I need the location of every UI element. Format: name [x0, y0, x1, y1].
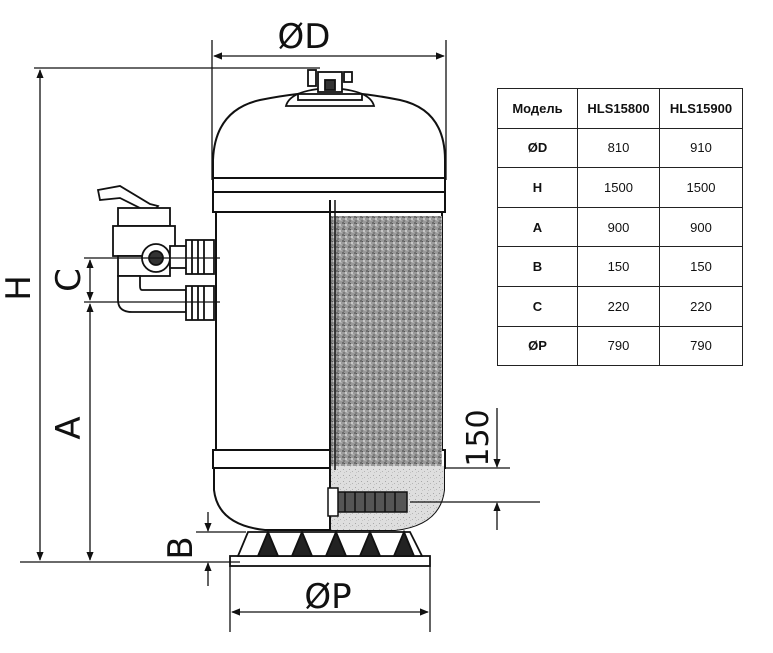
table-row-label: ØD — [497, 127, 578, 169]
dim-label-bed-height: 150 — [461, 409, 496, 466]
table-cell: 1500 — [577, 167, 660, 208]
table-cell: 790 — [659, 325, 743, 367]
dim-label-h: H — [0, 275, 39, 301]
dim-label-b: B — [161, 536, 201, 559]
table-row-label: B — [497, 246, 578, 287]
table-row: ØP 790 790 — [497, 325, 743, 367]
table-row-label: ØP — [497, 325, 578, 367]
dim-label-p: ØP — [304, 577, 351, 617]
table-row: A 900 900 — [497, 206, 743, 248]
table-row: ØD 810 910 — [497, 127, 743, 169]
table-cell: 220 — [577, 285, 660, 327]
table-row: H 1500 1500 — [497, 167, 743, 208]
table-cell: 150 — [577, 246, 660, 287]
table-header-cell: HLS15900 — [659, 88, 743, 129]
table-cell: 910 — [659, 127, 743, 169]
dim-label-a: A — [49, 416, 89, 439]
collector-pipe — [327, 487, 408, 517]
table-cell: 900 — [577, 206, 660, 248]
spec-table: Модель HLS15800 HLS15900 ØD 810 910 H 15… — [497, 88, 743, 367]
dim-label-d: ØD — [278, 17, 331, 57]
table-header-cell: HLS15800 — [577, 88, 660, 129]
base-stand — [229, 529, 431, 567]
table-row-label: A — [497, 206, 578, 248]
table-cell: 150 — [659, 246, 743, 287]
table-row: C 220 220 — [497, 285, 743, 327]
table-cell: 810 — [577, 127, 660, 169]
table-cell: 790 — [577, 325, 660, 367]
table-cell: 1500 — [659, 167, 743, 208]
top-lid — [284, 69, 376, 107]
table-header-cell: Модель — [497, 88, 578, 129]
table-row-label: C — [497, 285, 578, 327]
table-cell: 220 — [659, 285, 743, 327]
dimension-lines — [20, 40, 540, 632]
table-header-row: Модель HLS15800 HLS15900 — [497, 88, 743, 129]
dim-label-c: C — [49, 268, 89, 292]
cutaway-media — [329, 200, 444, 530]
table-cell: 900 — [659, 206, 743, 248]
table-row-label: H — [497, 167, 578, 208]
table-row: B 150 150 — [497, 246, 743, 287]
multiport-valve — [96, 185, 215, 321]
